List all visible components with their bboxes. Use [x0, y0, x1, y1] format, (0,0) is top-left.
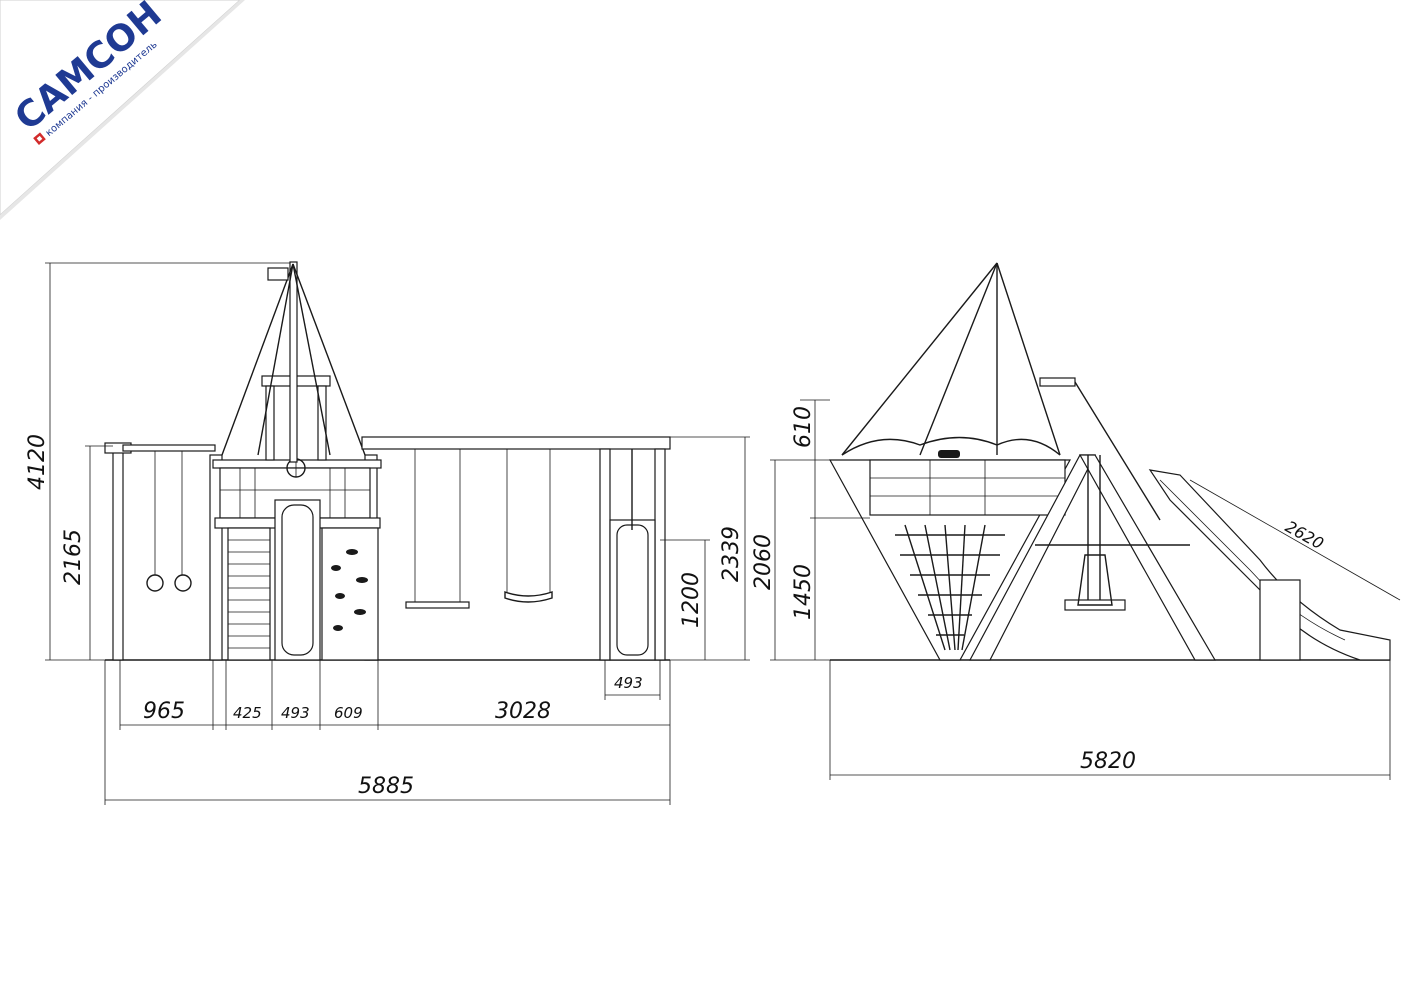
dim-w-rings: 965: [143, 699, 185, 724]
dim-h-deck: 1450: [791, 564, 816, 620]
dim-w-wall: 609: [334, 704, 363, 722]
dim-swing-height: 2339: [719, 526, 744, 582]
dim-side-total-width: 5820: [1080, 749, 1136, 774]
dim-h-total: 2060: [751, 534, 776, 590]
dim-ring-height: 2165: [61, 529, 86, 585]
swing-set: [361, 436, 671, 661]
side-dimensions: 610 2060 1450 2620 5820: [751, 399, 1401, 780]
a-frame: [968, 377, 1217, 661]
dim-total-width: 5885: [358, 774, 414, 799]
dim-h-sail: 610: [791, 406, 816, 448]
gymnastic-rings: [104, 442, 216, 661]
logo: САМСОН компания - производитель: [0, 0, 245, 220]
ship-hull: [828, 450, 1072, 661]
dim-total-height: 4120: [25, 434, 50, 490]
dim-slide-length: 2620: [1282, 517, 1327, 553]
side-view: 610 2060 1450 2620 5820: [751, 262, 1401, 780]
front-view: 4120 2165 2339 1200 493 965: [25, 261, 750, 805]
dim-w-swings: 3028: [495, 699, 551, 724]
front-dimensions: 4120 2165 2339 1200 493 965: [25, 262, 750, 805]
sail: [841, 262, 1061, 456]
dim-w-slide: 493: [281, 704, 310, 722]
dim-slide-width: 493: [614, 674, 643, 692]
dim-w-ladder: 425: [233, 704, 262, 722]
tower: [209, 261, 382, 661]
dim-slide-height: 1200: [679, 572, 704, 628]
